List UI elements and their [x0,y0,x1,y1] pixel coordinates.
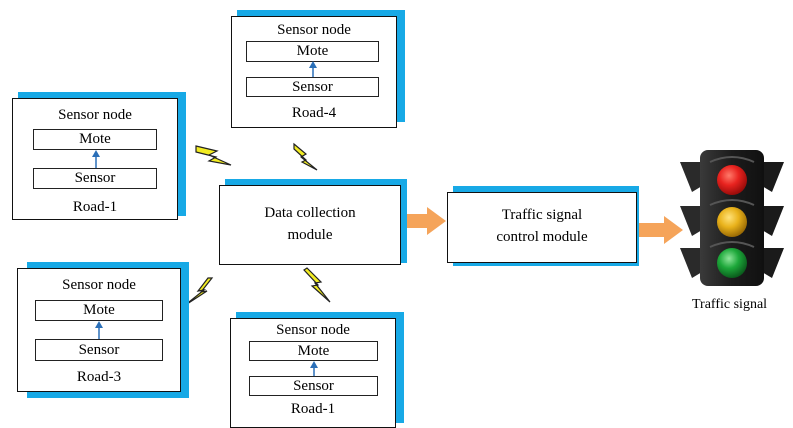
mote-up-arrow-icon [310,361,318,376]
amber-light-icon [717,207,747,237]
wireless-link-road1-bottom-icon [303,267,331,303]
sensor-box: Sensor [33,168,157,189]
data-module-line1: Data collection [264,205,356,221]
mote-up-arrow-icon [95,321,103,339]
sensor-box: Sensor [249,376,378,396]
sensor-node-title: Sensor node [276,322,350,338]
mote-up-arrow-icon [92,150,100,168]
sensor-node-road-3: Sensor node Mote Sensor Road-3 [17,268,181,392]
road-label: Road-1 [290,401,336,417]
wireless-link-road4-icon [293,142,318,171]
data-collection-module: Data collection module [219,185,401,265]
sensor-node-title: Sensor node [58,107,132,123]
wireless-link-road1-icon [195,145,232,166]
traffic-signal-label: Traffic signal [692,297,768,312]
data-to-control-arrow-icon [402,207,446,235]
red-light-icon [717,165,747,195]
mote-box: Mote [246,41,379,62]
green-light-icon [717,248,747,278]
sensor-box: Sensor [35,339,163,361]
sensor-node-road-1-bottom: Sensor node Mote Sensor Road-1 [230,318,396,428]
mote-box: Mote [249,341,378,361]
sensor-node-title: Sensor node [62,277,136,293]
control-to-signal-arrow-icon [639,216,683,244]
mote-box: Mote [33,129,157,150]
sensor-box: Sensor [246,77,379,97]
traffic-light-icon [680,150,784,286]
sensor-node-road-1-left: Sensor node Mote Sensor Road-1 [12,98,178,220]
mote-up-arrow-icon [309,61,317,77]
wireless-link-road3-icon [183,277,214,307]
data-module-line2: module [287,227,333,243]
traffic-signal-control-module: Traffic signal control module [447,192,637,263]
road-label: Road-3 [76,369,122,385]
control-module-line1: Traffic signal [501,207,583,223]
mote-box: Mote [35,300,163,321]
road-label: Road-4 [291,105,337,121]
sensor-node-title: Sensor node [277,22,351,38]
sensor-node-road-4: Sensor node Mote Sensor Road-4 [231,16,397,128]
control-module-line2: control module [496,229,588,245]
road-label: Road-1 [72,199,118,215]
